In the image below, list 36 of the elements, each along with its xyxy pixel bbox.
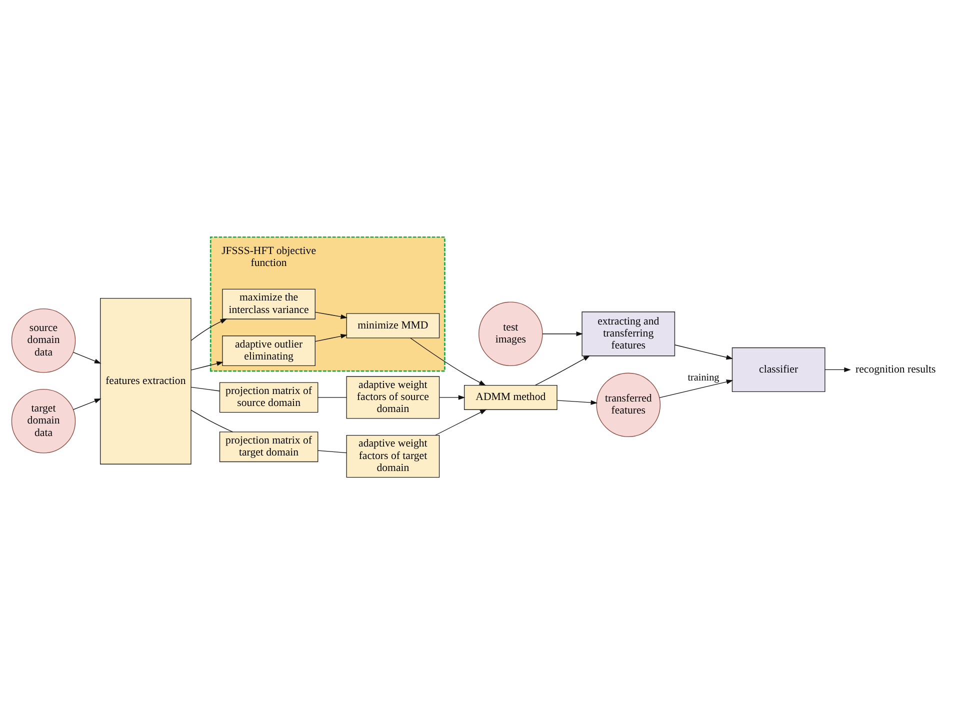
node-circle: test images	[478, 302, 543, 366]
arrow	[73, 398, 102, 410]
node-box: extracting and transferring features	[582, 312, 676, 356]
node-box: classifier	[732, 347, 826, 392]
arrow	[410, 338, 486, 386]
node-box: projection matrix of target domain	[219, 432, 318, 462]
connector	[318, 450, 347, 454]
node-text: recognition results	[856, 363, 936, 376]
node-box: ADMM method	[464, 384, 558, 410]
arrow	[824, 367, 851, 372]
node-box: features extraction	[100, 298, 192, 464]
connector	[190, 386, 220, 392]
arrow	[557, 400, 598, 405]
arrow	[659, 380, 734, 398]
edge-label: training	[688, 372, 720, 384]
arrow	[674, 344, 734, 360]
node-box: minimize MMD	[346, 313, 440, 338]
node-box: projection matrix of source domain	[219, 382, 318, 413]
node-box: adaptive weight factors of target domain	[346, 435, 440, 478]
arrow	[542, 332, 584, 336]
node-circle: transferred features	[596, 372, 661, 438]
node-circle: source domain data	[11, 308, 76, 373]
arrow	[73, 352, 102, 364]
arrow	[190, 361, 224, 370]
arrow	[314, 334, 348, 342]
connector	[318, 397, 347, 398]
arrow	[439, 395, 466, 400]
arrow	[535, 355, 590, 386]
node-circle: target domain data	[11, 389, 76, 454]
connector	[190, 410, 234, 432]
node-box: adaptive outlier eliminating	[222, 336, 316, 366]
node-box: adaptive weight factors of source domain	[346, 376, 440, 419]
arrow	[314, 312, 348, 319]
node-box: maximize the interclass variance	[222, 288, 316, 320]
arrow	[190, 318, 228, 341]
arrow	[434, 409, 487, 436]
